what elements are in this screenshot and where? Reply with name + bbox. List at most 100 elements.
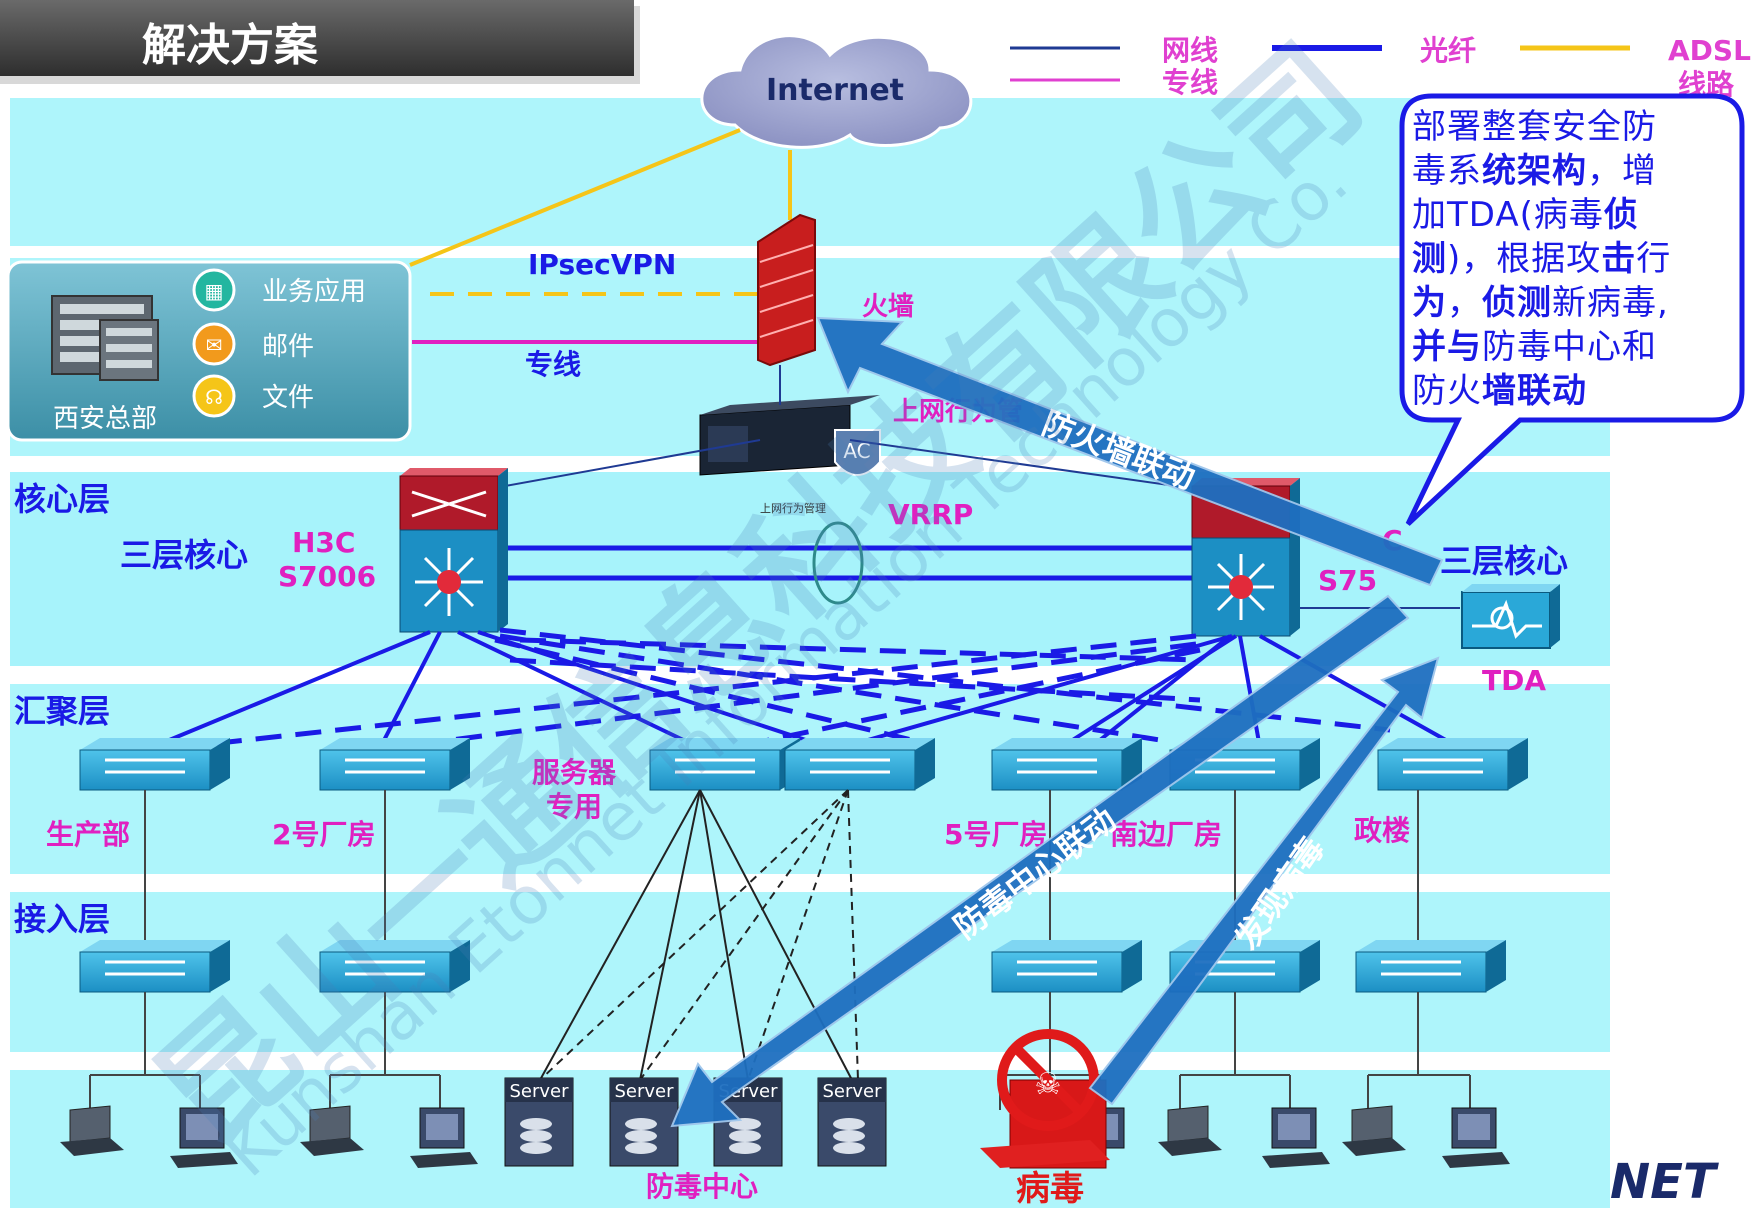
ac-shield-icon: [834, 429, 881, 476]
callout-line: 防火墙联动: [1412, 369, 1737, 413]
server-label: Server: [822, 1081, 882, 1102]
switch-icon: [319, 951, 451, 993]
core-left-model: S7006: [278, 560, 376, 593]
mail-glyph: ✉: [206, 333, 223, 357]
callout-segment: 毒系: [1412, 151, 1482, 191]
link-core-ac-right: [849, 439, 1191, 489]
file-icon: [192, 374, 236, 418]
firewall: 火墙: [757, 213, 914, 367]
desktop-icon: [170, 1107, 238, 1168]
switch-icon: [1355, 951, 1487, 993]
callout-line: 为，侦测新病毒,: [1412, 281, 1737, 325]
arrow-icon: [816, 316, 1444, 587]
agg-label-server: 服务器: [532, 756, 617, 789]
ac-device: AC 上网行为管 上网行为管理: [699, 395, 1023, 515]
callout-segment: 侦测: [1482, 283, 1552, 323]
legend-label-network: 网线: [1162, 34, 1218, 67]
ac-small-label: 上网行为管理: [760, 501, 826, 515]
laptop-icon: [60, 1105, 124, 1156]
layer-core-label: 核心层: [14, 480, 110, 518]
callout-segment: 加TDA(病毒: [1412, 195, 1604, 235]
switch-icon: [991, 951, 1123, 993]
callout-segment: 墙联动: [1482, 371, 1587, 411]
skull-icon: ☠: [1035, 1067, 1062, 1102]
virus: ☠ 病毒: [980, 1029, 1110, 1208]
callout-segment: 防火: [1412, 371, 1482, 411]
virus-label: 病毒: [1016, 1169, 1084, 1208]
page-title: 解决方案: [142, 20, 319, 71]
apps-icon: [192, 268, 236, 312]
vrrp-label: VRRP: [888, 498, 973, 531]
tda-label: TDA: [1482, 664, 1546, 697]
link-core-ac-left: [504, 439, 761, 487]
vrrp-ring: [812, 521, 864, 605]
server-1: Server: [504, 1077, 574, 1167]
aggregation-switches: [79, 738, 1528, 791]
agg-label-admin: 政楼: [1354, 814, 1410, 847]
access-switch-3: [991, 940, 1142, 993]
callout-segment: 统架构: [1482, 151, 1587, 191]
callout-segment: ，: [1447, 283, 1482, 323]
legend-label-fiber: 光纤: [1419, 34, 1476, 67]
server-links: [539, 789, 853, 1081]
callout-line: 加TDA(病毒侦: [1412, 193, 1737, 237]
hq-name: 西安总部: [53, 404, 157, 434]
callout-segment: 为: [1412, 283, 1447, 323]
desktop-icon: [1262, 1107, 1330, 1168]
access-switch-5: [1355, 940, 1506, 993]
ipsec-vpn-label: IPsecVPN: [528, 248, 676, 281]
adsl-line: [409, 128, 741, 267]
agg-access-links: [144, 790, 1419, 950]
hq-item-mail: 邮件: [262, 332, 314, 362]
core-switch-left: 三层核心 H3C S7006: [120, 468, 508, 633]
core-right-model: S75: [1318, 564, 1377, 597]
layer-access-label: 接入层: [14, 900, 110, 938]
mail-icon: [192, 322, 236, 366]
agg-label-plant2: 2号厂房: [272, 818, 375, 851]
agg-label-plant5: 5号厂房: [944, 818, 1047, 851]
switch-icon: [784, 749, 916, 791]
agg-label-server-dedicated: 专用: [546, 790, 602, 823]
callout-line: 部署整套安全防: [1412, 105, 1737, 149]
callout-shape: [1399, 93, 1745, 526]
callout-text: 部署整套安全防毒系统架构，增加TDA(病毒侦测)，根据攻击行为，侦测新病毒,并与…: [1412, 105, 1737, 413]
brand-logo: NET: [1610, 1154, 1719, 1208]
hq-box: 西安总部 ▦ 业务应用 ✉ 邮件 ☊ 文件: [6, 260, 412, 442]
band-terminals: [10, 1070, 1610, 1208]
callout-segment: 防毒中心和: [1482, 327, 1657, 367]
virus-icon: [997, 1029, 1099, 1131]
servers: Server Server Server Server 防毒中心: [504, 1077, 887, 1203]
switch-icon: [79, 951, 211, 993]
agg-label-production: 生产部: [46, 818, 130, 851]
hq-item-apps: 业务应用: [262, 277, 366, 307]
callout-segment: 测: [1412, 239, 1447, 279]
firewall-label: 火墙: [862, 292, 914, 322]
agg-switch-4: [784, 738, 935, 791]
callout-line: 测)，根据攻击行: [1412, 237, 1737, 281]
access-switch-2: [319, 940, 470, 993]
callout-segment: )，根据攻: [1447, 239, 1602, 279]
internet-cloud: Internet: [700, 34, 973, 149]
agg-switch-5: [991, 738, 1142, 791]
callout-segment: 新病毒,: [1552, 283, 1669, 323]
arrow-icon: [1088, 656, 1440, 1106]
terminals: [60, 1105, 1510, 1168]
laptop-icon: [300, 1105, 364, 1156]
server-4: Server: [817, 1077, 887, 1167]
cloud-label: Internet: [766, 73, 904, 108]
callout-segment: 行: [1636, 239, 1672, 279]
leased-line-label: 专线: [525, 348, 581, 381]
callout-segment: ，增: [1587, 151, 1657, 191]
server-label: Server: [614, 1081, 674, 1102]
layer-aggregation-label: 汇聚层: [14, 692, 110, 730]
access-switch-1: [79, 940, 230, 993]
agg-switch-7: [1377, 738, 1528, 791]
title-bar: 解决方案: [0, 0, 640, 84]
agg-switch-1: [79, 738, 230, 791]
switch-icon: [1377, 749, 1509, 791]
tda-device: TDA: [1461, 584, 1560, 697]
server-label: Server: [509, 1081, 569, 1102]
callout-segment: 侦: [1603, 195, 1639, 235]
cloud-icon: [700, 34, 973, 149]
callout-segment: 击: [1601, 239, 1637, 279]
